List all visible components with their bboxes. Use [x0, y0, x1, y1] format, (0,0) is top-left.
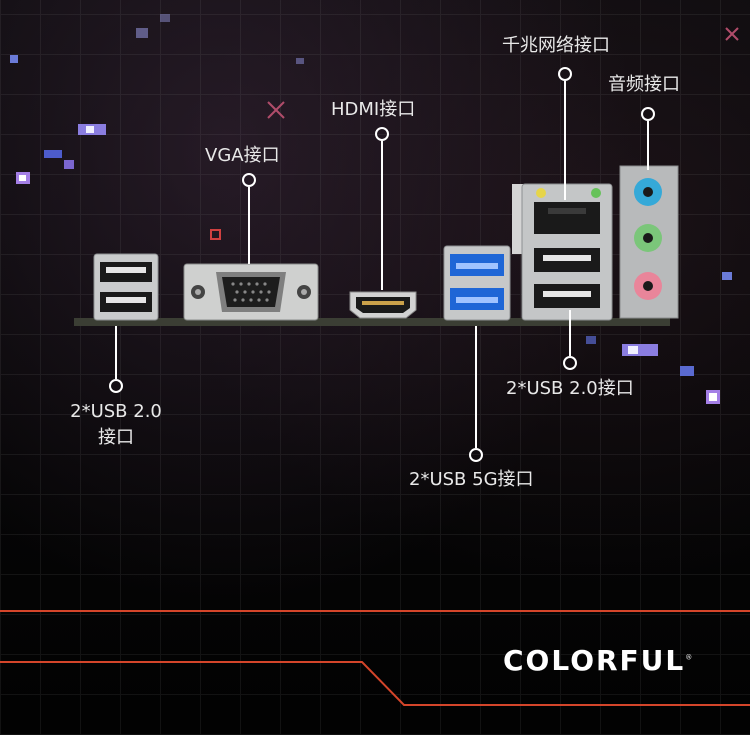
- usb2-left-ports: [93, 253, 159, 321]
- brand-name: COLORFUL: [503, 644, 686, 677]
- usb2-left-label-line2: 接口: [98, 427, 134, 448]
- audio-jacks: [619, 165, 679, 319]
- vga-port: [183, 263, 319, 321]
- x-marks: [267, 27, 739, 119]
- usb5g-ports: [443, 245, 511, 321]
- lan-usb-stack: [512, 183, 613, 321]
- glitch-pixels: [10, 14, 732, 404]
- registered-mark: ®: [685, 653, 695, 662]
- vga-label: VGA接口: [205, 145, 280, 166]
- usb2-left-label-line1: 2*USB 2.0: [70, 401, 162, 422]
- usb2-right-label: 2*USB 2.0接口: [506, 378, 634, 399]
- usb2-left-label: 2*USB 2.0 接口: [64, 399, 168, 451]
- io-shield-plate: [74, 318, 670, 326]
- frame-lines: [0, 610, 750, 706]
- callouts: [109, 67, 655, 462]
- audio-label: 音频接口: [608, 74, 680, 95]
- colorful-logo: COLORFUL®: [503, 644, 694, 677]
- gigabit-lan-label: 千兆网络接口: [502, 35, 610, 56]
- usb5g-label: 2*USB 5G接口: [409, 469, 534, 490]
- hdmi-port: [349, 291, 417, 319]
- hdmi-label: HDMI接口: [331, 99, 416, 120]
